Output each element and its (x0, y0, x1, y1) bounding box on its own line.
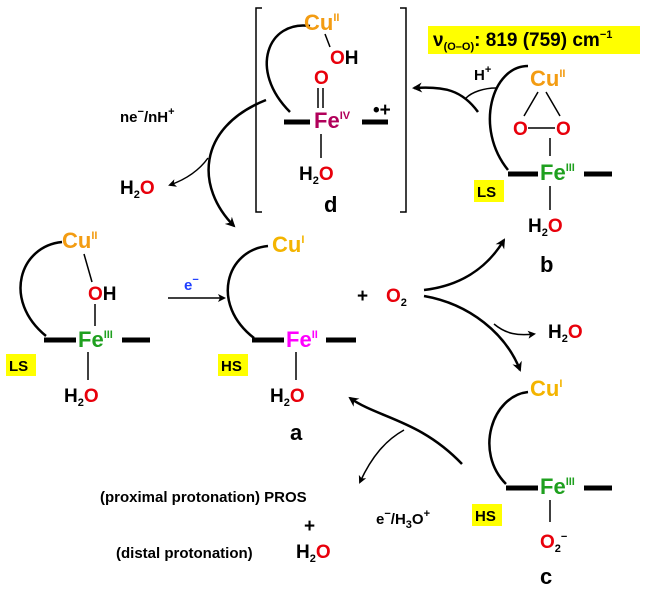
ls-cu-label: CuII (62, 228, 97, 253)
c-fe-label: FeIII (540, 474, 575, 499)
c-label: c (540, 564, 552, 589)
nu-exponent: −1 (600, 29, 613, 41)
products-plus: + (304, 516, 315, 537)
electron-label: e− (184, 274, 199, 294)
electron-arrow: e− (168, 274, 226, 302)
species-d: CuII OH O FeIV •+ H2O d (255, 7, 407, 217)
distal-protonation-water: H2O (296, 542, 331, 565)
d-hydroxide: OH (330, 48, 359, 69)
ls-hydroxide: OH (88, 284, 117, 305)
ls-fe-label: FeIII (78, 327, 113, 352)
d-oxo: O (314, 68, 329, 89)
b-spin-state: LS (477, 184, 496, 201)
b-fe-label: FeIII (540, 160, 575, 185)
dioxygen: O2 (386, 286, 407, 309)
b-peroxo-o1: O (513, 119, 528, 140)
h-plus-label: H+ (474, 64, 491, 84)
species-a: CuI FeII HS H2O a (218, 232, 356, 445)
b-cu-label: CuII (530, 66, 565, 91)
arrow-a-to-b (423, 238, 506, 292)
species-b: CuII O O FeIII LS H2O b (474, 64, 612, 277)
proximal-protonation-product: (proximal protonation) PROS (100, 489, 307, 506)
d-fe-label: FeIV (314, 108, 351, 133)
d-radical-cation: •+ (373, 100, 391, 121)
a-cu-label: CuI (272, 232, 304, 257)
c-superoxide: O2− (540, 531, 567, 555)
c-spin-state: HS (475, 508, 496, 525)
ls-water: H2O (64, 386, 99, 409)
species-ls-cu-oh-fe: CuII OH FeIII LS H2O (6, 228, 150, 409)
d-released-water: H2O (120, 178, 155, 201)
nu-symbol: ν (433, 30, 444, 51)
nu-value: : 819 (759) cm (474, 30, 600, 51)
e-h3o-label: e−/H3O+ (376, 508, 430, 531)
d-cu-label: CuII (304, 10, 339, 35)
arrow-a-to-c: H2O (423, 294, 583, 372)
plus-sign: + (357, 286, 368, 307)
reduction-arrow-d-to-a: ne−/nH+ H2O (120, 98, 267, 228)
b-water: H2O (528, 216, 563, 239)
distal-protonation-label: (distal protonation) (116, 545, 253, 562)
protonation-arrow-b-to-d: H+ (412, 64, 497, 113)
b-label: b (540, 252, 553, 277)
ls-spin-state: LS (9, 358, 28, 375)
c-cu-label: CuI (530, 376, 562, 401)
d-label: d (324, 192, 337, 217)
ne-nh-label: ne−/nH+ (120, 106, 175, 126)
nu-subscript: (O–O) (444, 41, 475, 53)
d-water: H2O (299, 164, 334, 187)
a-spin-state: HS (221, 358, 242, 375)
b-peroxo-o2: O (556, 119, 571, 140)
a-fe-label: FeII (286, 327, 318, 352)
arrow-c-to-a: e−/H3O+ (348, 396, 463, 531)
vibration-label: ν(O–O): 819 (759) cm−1 (428, 26, 640, 54)
svg-text:ν(O–O): 819 (759) cm−1: ν(O–O): 819 (759) cm−1 (433, 29, 612, 53)
species-c: CuI FeIII HS O2− c (472, 376, 612, 589)
c-released-water: H2O (548, 322, 583, 345)
a-label: a (290, 420, 303, 445)
a-water: H2O (270, 386, 305, 409)
